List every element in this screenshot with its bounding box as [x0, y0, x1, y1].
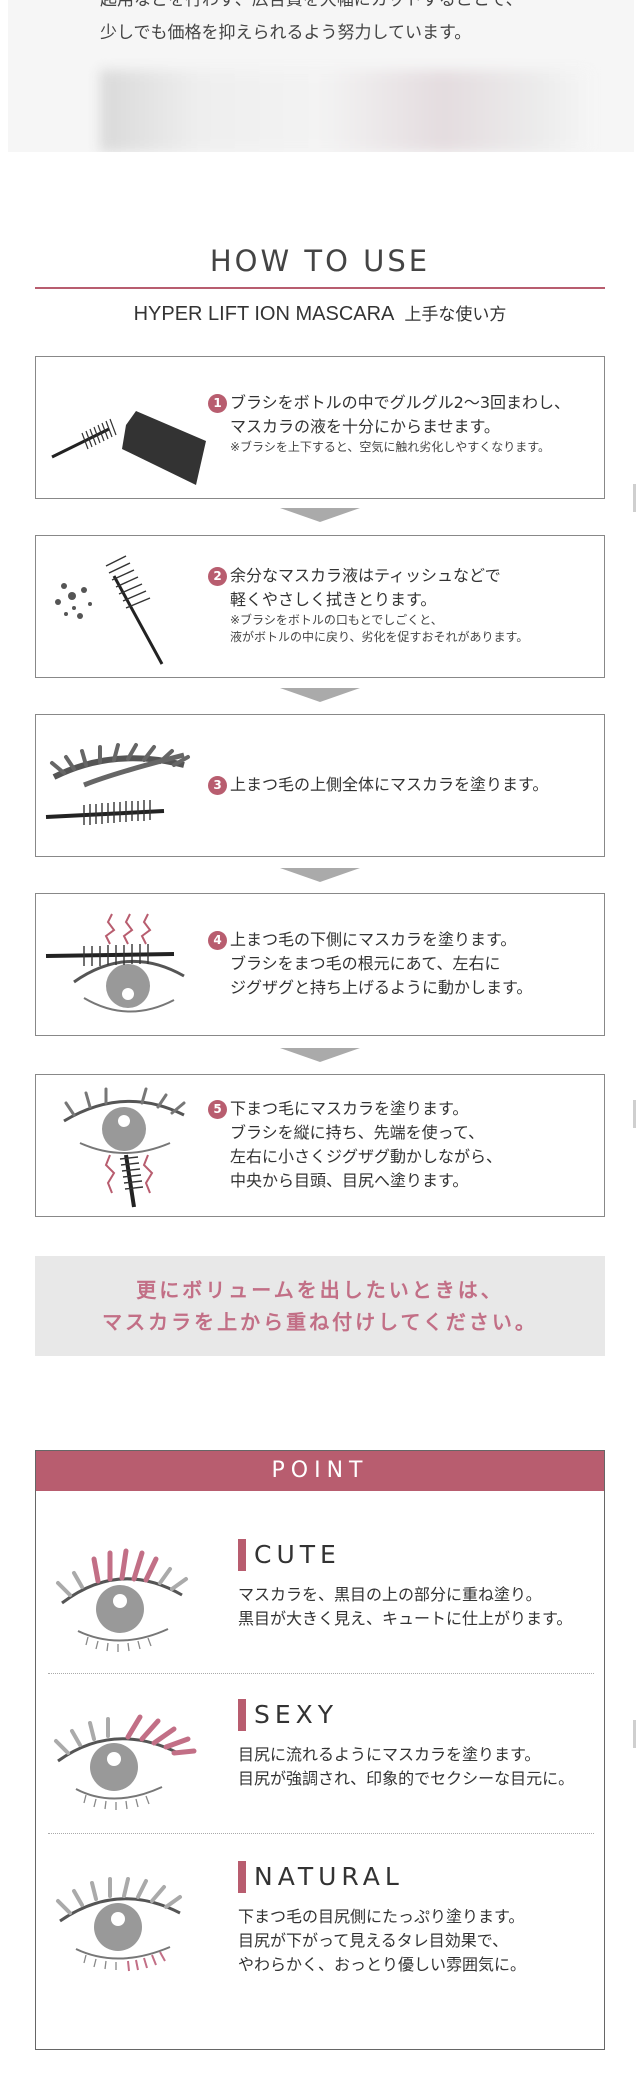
volume-tip-callout: 更にボリュームを出したいときは、 マスカラを上から重ね付けしてください。 [35, 1256, 605, 1356]
step-1-note: ※ブラシを上下すると、空気に触れ劣化しやすくなります。 [230, 440, 551, 454]
point-natural-desc-line-2: 目尻が下がって見えるタレ目効果で、 [238, 1931, 509, 1950]
sexy-eye-icon [54, 1714, 197, 1810]
step-3-instruction: 上まつ毛の上側全体にマスカラを塗ります。 [230, 775, 549, 794]
scrollbar-thumb[interactable] [633, 1100, 636, 1128]
step-2-note-1: ※ブラシをボトルの口もとでしごくと、 [230, 613, 443, 627]
step-number-badge: 3 [208, 776, 227, 795]
mascara-brush-wipe-icon [55, 555, 164, 665]
step-2-line-2: 軽くやさしく拭きとります。 [230, 590, 437, 609]
point-item-cute: CUTE マスカラを、黒目の上の部分に重ね塗り。 黒目が大きく見え、キュートに仕… [36, 1539, 604, 1704]
point-sexy-desc-line-2: 目尻が強調され、印象的でセクシーな目元に。 [238, 1769, 575, 1788]
step-number-badge: 1 [208, 394, 227, 413]
step-4-instruction: 上まつ毛の下側にマスカラを塗ります。 [230, 930, 517, 949]
step-arrow [280, 868, 360, 882]
upper-lash-top-icon [45, 743, 190, 825]
step-5-line-2: ブラシを縦に持ち、先端を使って、 [230, 1123, 485, 1142]
step-number-badge: 4 [208, 931, 227, 950]
step-number-badge: 2 [208, 567, 227, 586]
point-item-sexy: SEXY 目尻に流れるようにマスカラを塗ります。 目尻が強調され、印象的でセクシ… [36, 1699, 604, 1864]
point-natural-desc-line-3: やわらかく、おっとり優しい雰囲気に。 [238, 1955, 527, 1974]
point-item-natural: NATURAL 下まつ毛の目尻側にたっぷり塗ります。 目尻が下がって見えるタレ目… [36, 1861, 604, 2026]
mascara-bottle-icon [51, 411, 206, 485]
point-divider [48, 1673, 594, 1674]
step-2-instruction: 余分なマスカラ液はティッシュなどで [230, 566, 501, 585]
point-cute-desc: マスカラを、黒目の上の部分に重ね塗り。 黒目が大きく見え、キュートに仕上がります… [238, 1583, 572, 1631]
intro-section: 起用などを行わず、広告費を大幅にカットすることで、 少しでも価格を抑えられるよう… [8, 0, 634, 152]
callout-line-1: 更にボリュームを出したいときは、 [136, 1278, 504, 1302]
step-5-line-3: 左右に小さくジグザグ動かしながら、 [230, 1147, 503, 1166]
lower-lash-icon [63, 1087, 186, 1208]
point-sexy-title: SEXY [238, 1699, 338, 1731]
intro-image [100, 70, 590, 152]
step-5-instruction: 下まつ毛にマスカラを塗ります。 [230, 1099, 469, 1118]
point-natural-desc: 下まつ毛の目尻側にたっぷり塗ります。 目尻が下がって見えるタレ目効果で、 やわら… [238, 1905, 526, 1977]
point-cute-desc-line-1: マスカラを、黒目の上の部分に重ね塗り。 [238, 1585, 542, 1604]
point-title: POINT [36, 1451, 604, 1491]
howto-subtitle-jp: 上手な使い方 [404, 305, 507, 324]
howto-divider [35, 287, 605, 289]
step-number-badge: 5 [208, 1100, 227, 1119]
step-arrow [280, 688, 360, 702]
point-sexy-desc: 目尻に流れるようにマスカラを塗ります。 目尻が強調され、印象的でセクシーな目元に… [238, 1743, 574, 1791]
callout-line-2: マスカラを上から重ね付けしてください。 [102, 1310, 538, 1334]
step-arrow [280, 508, 360, 522]
intro-line-1: 起用などを行わず、広告費を大幅にカットすることで、 [100, 0, 523, 10]
step-1-instruction: ブラシをボトルの中でグルグル2〜3回まわし、 [230, 393, 571, 412]
howto-subtitle-en: HYPER LIFT ION MASCARA [133, 303, 395, 325]
point-sexy-desc-line-1: 目尻に流れるようにマスカラを塗ります。 [238, 1745, 541, 1764]
point-divider [48, 1833, 594, 1834]
point-cute-desc-line-2: 黒目が大きく見え、キュートに仕上がります。 [238, 1609, 573, 1628]
point-natural-desc-line-1: 下まつ毛の目尻側にたっぷり塗ります。 [238, 1907, 525, 1926]
natural-eye-icon [56, 1877, 182, 1972]
step-1-line-2: マスカラの液を十分にからませます。 [230, 417, 500, 436]
cute-eye-icon [56, 1548, 188, 1652]
step-4-line-3: ジグザグと持ち上げるように動かします。 [230, 978, 533, 997]
howto-subtitle: HYPER LIFT ION MASCARA 上手な使い方 [0, 300, 640, 326]
step-2-note-2: 液がボトルの中に戻り、劣化を促すおそれがあります。 [230, 630, 529, 644]
point-section: POINT CUTE マスカラを、黒目の上の部分に重ね塗り。 黒目が大きく見え、… [35, 1450, 605, 2050]
step-5-line-4: 中央から目頭、目尻へ塗ります。 [230, 1171, 469, 1190]
upper-lash-bottom-icon [45, 913, 185, 1013]
step-arrow [280, 1048, 360, 1062]
scrollbar-thumb[interactable] [633, 1720, 636, 1748]
scrollbar-thumb[interactable] [633, 484, 636, 512]
point-cute-title: CUTE [238, 1539, 341, 1571]
point-natural-title: NATURAL [238, 1861, 404, 1893]
intro-line-2: 少しでも価格を抑えられるよう努力しています。 [100, 23, 472, 43]
step-4-line-2: ブラシをまつ毛の根元にあて、左右に [230, 954, 501, 973]
howto-title: HOW TO USE [209, 244, 431, 278]
